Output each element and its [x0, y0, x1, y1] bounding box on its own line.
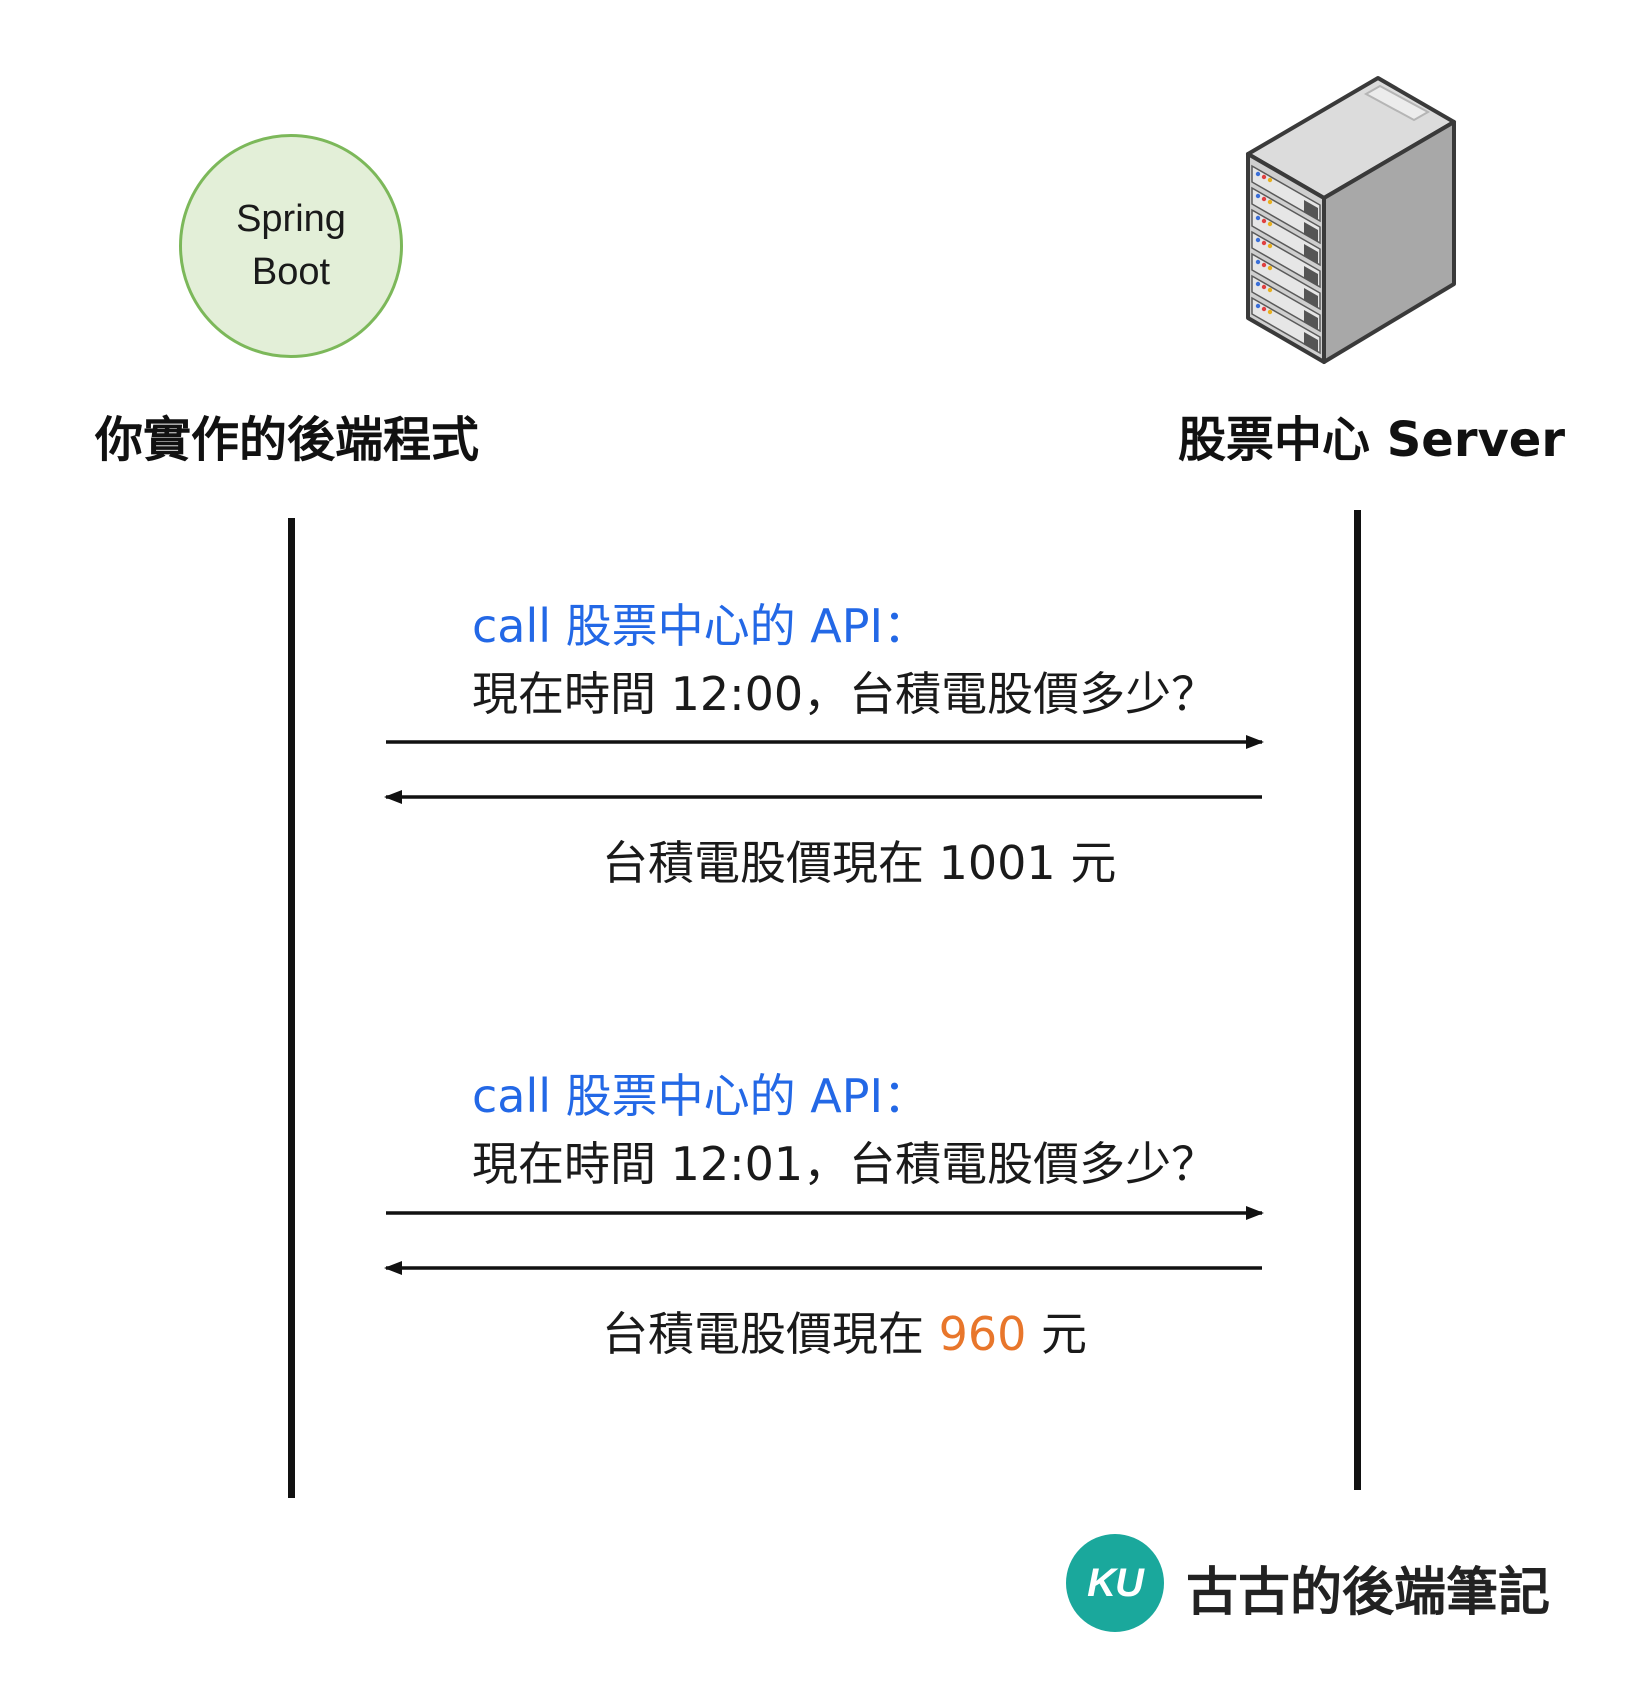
response-suffix-2: 元: [1026, 1307, 1088, 1361]
response-suffix-1: 元: [1055, 836, 1117, 890]
client-lifeline: [288, 518, 295, 1498]
response-value-2: 960: [938, 1307, 1027, 1361]
response-prefix-1: 台積電股價現在: [602, 836, 939, 890]
response-prefix-2: 台積電股價現在: [602, 1307, 939, 1361]
brand-name: 古古的後端筆記: [1186, 1563, 1551, 1623]
server-label: 股票中心 Server: [1178, 412, 1566, 468]
response-text-2: 台積電股價現在 960 元: [602, 1298, 1087, 1364]
server-lifeline: [1354, 510, 1361, 1490]
response-text-1: 台積電股價現在 1001 元: [602, 827, 1116, 893]
spring-boot-line2: Boot: [251, 251, 331, 293]
request-text-2: 現在時間 12:01，台積電股價多少？: [472, 1137, 1218, 1191]
request-title-1: call 股票中心的 API：: [472, 599, 930, 653]
brand-logo-text: KU: [1087, 1560, 1144, 1605]
spring-boot-line1: Spring: [236, 198, 346, 240]
response-value-1: 1001: [938, 836, 1056, 890]
request-text-1: 現在時間 12:00，台積電股價多少？: [472, 667, 1218, 721]
server-bays: [1251, 164, 1321, 355]
client-label: 你實作的後端程式: [95, 412, 480, 468]
spring-boot-node: Spring Boot: [179, 134, 403, 358]
brand-logo: KU: [1066, 1534, 1164, 1632]
server-rack-icon: [1246, 76, 1456, 364]
request-title-2: call 股票中心的 API：: [472, 1069, 930, 1123]
